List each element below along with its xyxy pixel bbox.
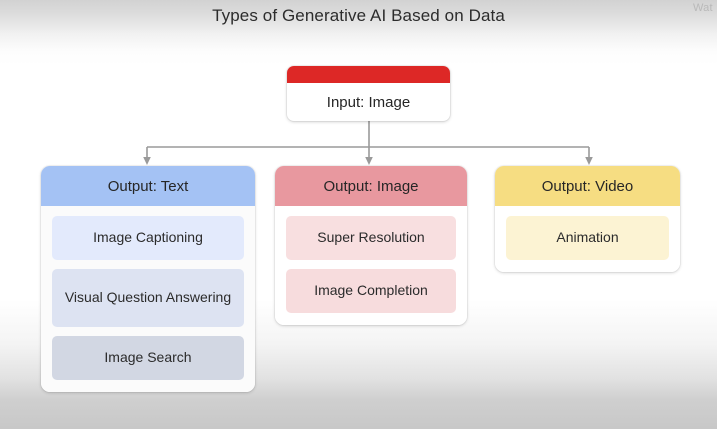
- output-card-text-header: Output: Text: [41, 166, 255, 206]
- input-node[interactable]: Input: Image: [287, 66, 450, 121]
- watermark-text: Wat: [693, 2, 713, 14]
- list-item[interactable]: Super Resolution: [286, 216, 456, 260]
- output-card-text-items: Image Captioning Visual Question Answeri…: [41, 206, 255, 392]
- output-card-image-items: Super Resolution Image Completion: [275, 206, 467, 325]
- input-node-accent-bar: [287, 66, 450, 83]
- output-card-image-header: Output: Image: [275, 166, 467, 206]
- input-node-label: Input: Image: [326, 93, 411, 111]
- page-title: Types of Generative AI Based on Data: [212, 6, 505, 25]
- list-item[interactable]: Image Captioning: [52, 216, 244, 260]
- output-card-video[interactable]: Output: Video Animation: [495, 166, 680, 272]
- output-card-image[interactable]: Output: Image Super Resolution Image Com…: [275, 166, 467, 325]
- output-card-text[interactable]: Output: Text Image Captioning Visual Que…: [41, 166, 255, 392]
- list-item[interactable]: Image Completion: [286, 269, 456, 313]
- list-item[interactable]: Image Search: [52, 336, 244, 380]
- output-card-video-header: Output: Video: [495, 166, 680, 206]
- list-item[interactable]: Animation: [506, 216, 669, 260]
- output-card-video-items: Animation: [495, 206, 680, 272]
- list-item[interactable]: Visual Question Answering: [52, 269, 244, 327]
